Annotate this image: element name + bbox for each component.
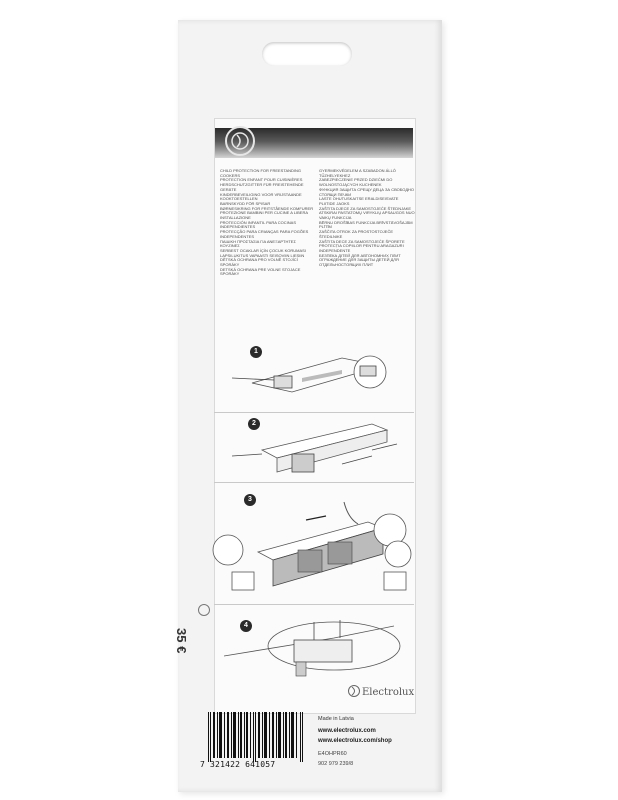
language-item: ZAŠTITA DJECE ZA SAMOSTOJEĆE ŠTEDNJAKE — [319, 205, 412, 211]
electrolux-small-icon — [348, 685, 360, 697]
language-item: LASTE OHUTUSKAITSE ERALDISEISVATE PLIITI… — [319, 196, 399, 206]
language-item: PROTECȚIA COPIILOR PENTRU ARAGAZURI INDE… — [319, 243, 404, 253]
recycle-icon — [198, 604, 210, 616]
language-item: GYERMEKVÉDELEM A SZABADON ÁLLÓ TŰZHELYEK… — [319, 168, 396, 178]
product-number: 902 979 239/8 — [318, 761, 354, 767]
language-item: PROTECCIÓN INFANTIL PARA COCINAS INDEPEN… — [220, 219, 297, 230]
language-item: ΠΑΙΔΙΚΗ ΠΡΟΣΤΑΣΙΑ ΓΙΑ ΑΝΕΞΑΡΤΗΤΕΣ ΚΟΥΖΙΝ… — [220, 238, 296, 249]
brand-name: Electrolux — [362, 687, 415, 698]
language-item: BØRNESIKRING FOR FRITSTÅENDE KOMFURER — [220, 205, 314, 211]
made-in-label: Made in Latvia — [318, 716, 354, 722]
step-2-illustration — [231, 423, 398, 473]
language-item: PROTECTION ENFANT POUR CUISINIÈRES — [220, 177, 303, 183]
language-list-left: CHILD PROTECTION FOR FREESTANDING COOKER… — [220, 168, 316, 277]
language-item: CHILD PROTECTION FOR FREESTANDING COOKER… — [220, 168, 302, 178]
shop-url: www.electrolux.com/shop — [318, 738, 392, 744]
language-item: BARNSKYDD FÖR SPISAR — [220, 200, 271, 206]
step-number: 4 — [240, 620, 252, 632]
step-number: 2 — [248, 418, 260, 430]
instruction-card — [214, 118, 416, 714]
hang-tab-hole — [262, 42, 352, 66]
language-item: PROTEZIONE BAMBINI PER CUCINE A LIBERA I… — [220, 210, 308, 221]
language-item: ОГРАЖДЕНИЕ ДЛЯ ЗАЩИТЫ ДЕТЕЙ ДЛЯ ОТДЕЛЬНО… — [319, 257, 399, 268]
language-item: ZABEZPIECZENIE PRZED DZIEĆMI DO WOLNOSTO… — [319, 177, 393, 188]
language-item: HERDSCHUTZGITTER FÜR FREISTEHENDE GERÄTE — [220, 182, 304, 192]
price-label: 35 € — [174, 628, 189, 654]
electrolux-logo-icon — [225, 126, 255, 156]
website-url: www.electrolux.com — [318, 728, 376, 734]
step-4-illustration — [223, 620, 401, 677]
language-item: DĚTSKÁ OCHRANA PRO VOLNĚ STOJÍCÍ SPORÁKY — [220, 257, 298, 268]
language-item: BĒRNU DROŠĪBAS FUNKCIJA BRĪVSTĀVOŠAJĀM P… — [319, 219, 413, 230]
step-3-illustration — [212, 501, 412, 591]
language-item: ATSKIRAI PASTATOMŲ VIRYKLIŲ APSAUGOS NUO… — [319, 210, 415, 221]
language-item: PROTECÇÃO PARA CRIANÇAS PARA FOGÕES INDE… — [220, 229, 309, 239]
language-item: LAPSILUKITUS VAPAASTI SEISOVIIN LIESIIN — [220, 252, 305, 258]
language-item: ZAŠČITA OTROK ZA PROSTOSTOJEČE ŠTEDILNIK… — [319, 229, 394, 239]
step-number: 1 — [250, 346, 262, 358]
language-item: ZAŠTITA DECE ZA SAMOSTOJEĆE ŠPORETE — [319, 238, 405, 244]
language-item: ФУНКЦИЯ ЗАЩИТА СРЕЩУ ДЕЦА ЗА СВОБОДНО СТ… — [319, 186, 415, 197]
step-number: 3 — [244, 494, 256, 506]
language-list-right: GYERMEKVÉDELEM A SZABADON ÁLLÓ TŰZHELYEK… — [319, 168, 415, 268]
language-item: DETSKÁ OCHRANA PRE VOLNE STOJACE SPORÁKY — [220, 266, 301, 277]
language-item: БЕЗПЕКА ДІТЕЙ ДЛЯ АВТОНОМНИХ ПЛИТ — [319, 252, 401, 258]
product-code: E4OHPR60 — [318, 751, 347, 757]
language-item: KINDERBEVEILIGING VOOR VRIJSTAANDE KOOKT… — [220, 191, 302, 202]
language-item: SERBEST OCAKLAR İÇİN ÇOCUK KORUMASI — [220, 247, 306, 253]
step-1-illustration — [231, 355, 387, 393]
barcode-number: 7 321422 641057 — [200, 760, 276, 769]
barcode — [208, 712, 303, 762]
